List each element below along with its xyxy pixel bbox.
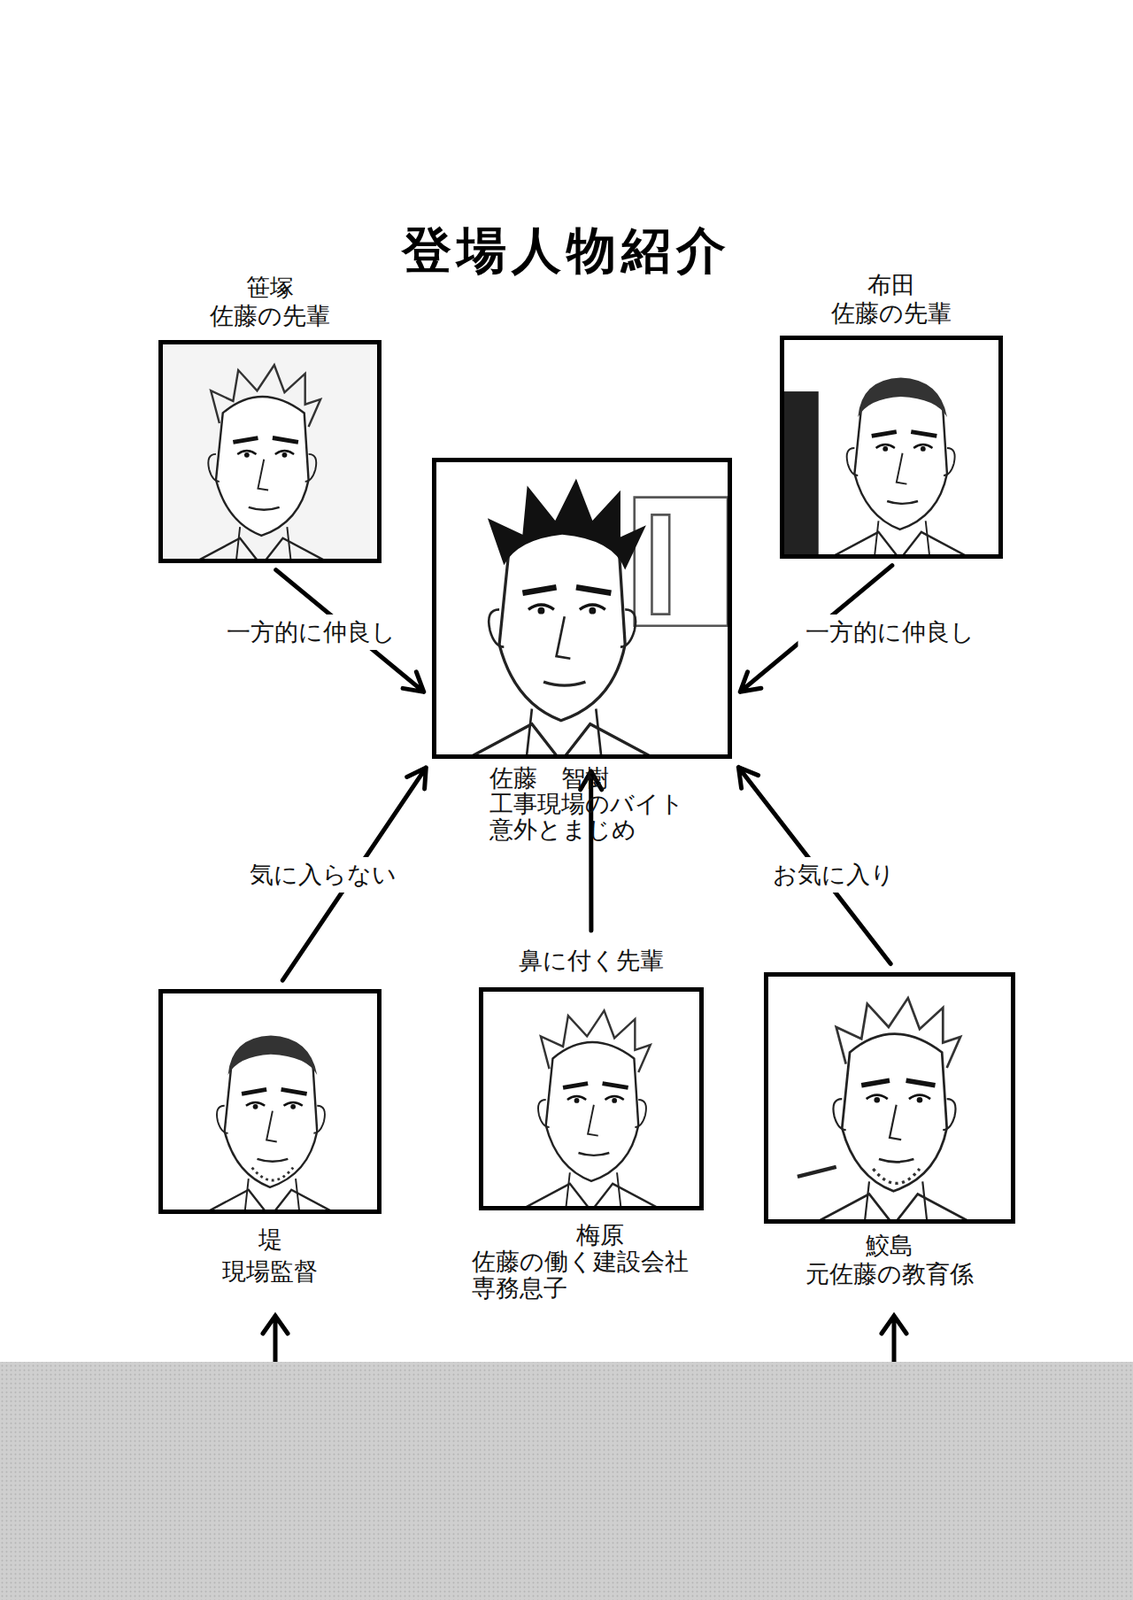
character-note: 佐藤の働く建設会社 <box>471 1248 729 1275</box>
character-name: 布田 <box>831 270 952 300</box>
character-note: 元佐藤の教育係 <box>805 1259 974 1288</box>
caption-group: 梅原佐藤の働く建設会社専務息子 <box>471 1221 729 1302</box>
character-note: 専務息子 <box>471 1274 729 1302</box>
character-note: 現場監督 <box>222 1255 318 1288</box>
portrait-box: 梅原佐藤の働く建設会社専務息子 <box>478 986 704 1211</box>
character-name: 鮫島 <box>805 1231 974 1260</box>
character-note: 工事現場のバイト <box>489 790 685 817</box>
relation-label: 一方的に仲良し <box>798 614 982 650</box>
portrait-box: 布田佐藤の先輩 <box>779 335 1003 559</box>
caption-group: 笹塚佐藤の先輩 <box>209 273 331 331</box>
relation-label: 鼻に付く先輩 <box>511 942 671 979</box>
character-note: 佐藤の先輩 <box>209 301 331 331</box>
character-note: 佐藤の先輩 <box>831 299 952 328</box>
character-name: 佐藤 智樹 <box>489 764 685 791</box>
chart-title: 登場人物紹介 <box>401 217 732 286</box>
caption-group: 布田佐藤の先輩 <box>831 270 952 328</box>
caption-group: 堤現場監督 <box>222 1223 318 1288</box>
character-name: 堤 <box>222 1223 318 1256</box>
portrait-box: 鮫島元佐藤の教育係 <box>763 971 1016 1224</box>
relation-label: 気に入らない <box>242 856 404 893</box>
caption-group: 鮫島元佐藤の教育係 <box>805 1231 974 1288</box>
portrait-box: 堤現場監督 <box>158 988 382 1214</box>
character-name: 笹塚 <box>209 273 331 302</box>
portrait-box: 笹塚佐藤の先輩 <box>158 339 382 563</box>
relation-label: お気に入り <box>765 856 902 893</box>
relation-label: 一方的に仲良し <box>219 614 403 650</box>
character-name: 梅原 <box>471 1221 729 1249</box>
caption-group: 佐藤 智樹工事現場のバイト意外とまじめ <box>489 764 685 842</box>
character-note: 意外とまじめ <box>489 816 685 842</box>
portrait-box: 佐藤 智樹工事現場のバイト意外とまじめ <box>431 457 733 759</box>
